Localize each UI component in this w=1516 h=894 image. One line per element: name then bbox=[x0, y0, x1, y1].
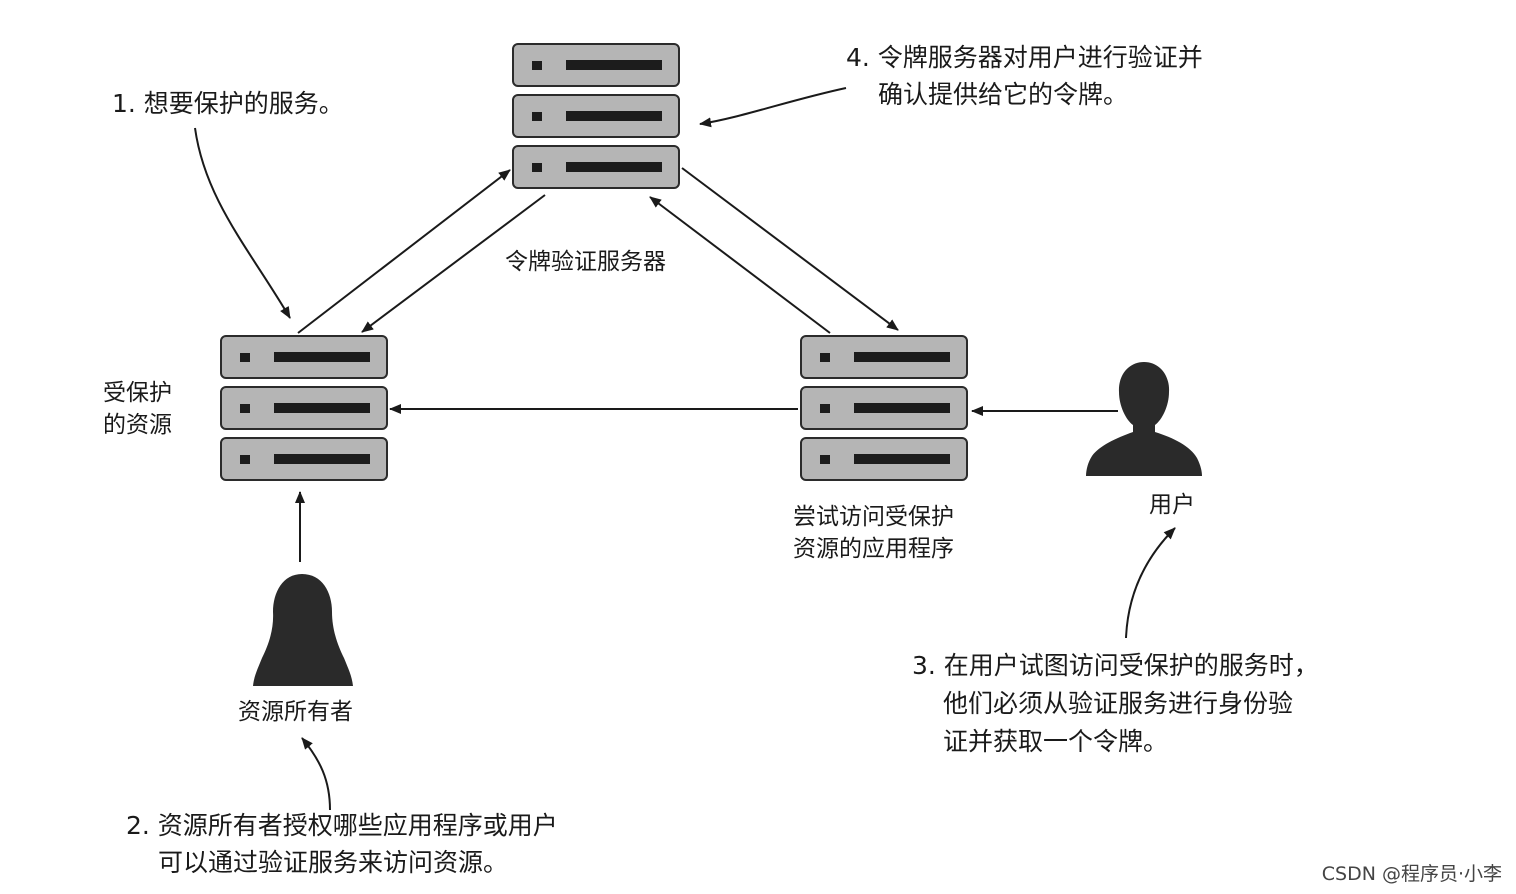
note-2-line2: 可以通过验证服务来访问资源。 bbox=[158, 848, 509, 877]
server-unit bbox=[220, 335, 388, 379]
person-icon bbox=[253, 574, 353, 686]
server-unit bbox=[512, 94, 680, 138]
person-icon bbox=[1086, 362, 1202, 476]
server-unit bbox=[512, 43, 680, 87]
note-3-line2: 他们必须从验证服务进行身份验 bbox=[943, 689, 1294, 718]
client-app-label-line2: 资源的应用程序 bbox=[793, 536, 954, 562]
callout-arrow-2 bbox=[301, 737, 331, 811]
token-server-label: 令牌验证服务器 bbox=[505, 249, 666, 275]
note-4-line2: 确认提供给它的令牌。 bbox=[878, 80, 1129, 109]
note-4-line1: 4. 令牌服务器对用户进行验证并 bbox=[846, 43, 1203, 72]
client-app-rack-icon bbox=[800, 335, 968, 488]
protected-resource-label-line2: 的资源 bbox=[103, 412, 172, 438]
callout-arrow-1 bbox=[194, 127, 291, 319]
server-unit bbox=[512, 145, 680, 189]
note-2-line1: 2. 资源所有者授权哪些应用程序或用户 bbox=[126, 811, 558, 840]
arrow-token-to-resource bbox=[361, 194, 546, 333]
watermark: CSDN @程序员·小李 bbox=[1321, 863, 1502, 885]
server-unit bbox=[800, 386, 968, 430]
note-1: 1. 想要保护的服务。 bbox=[112, 89, 344, 118]
callout-arrow-4 bbox=[699, 87, 847, 128]
protected-resource-label-line1: 受保护 bbox=[103, 380, 172, 406]
note-3-line3: 证并获取一个令牌。 bbox=[943, 727, 1169, 756]
server-unit bbox=[800, 335, 968, 379]
token-server-rack-icon bbox=[512, 43, 680, 196]
user-label: 用户 bbox=[1149, 492, 1195, 518]
arrow-resource-to-token bbox=[297, 169, 511, 334]
arrow-token-to-app bbox=[681, 167, 899, 331]
client-app-label-line1: 尝试访问受保护 bbox=[793, 504, 954, 530]
server-unit bbox=[800, 437, 968, 481]
arrow-app-to-token bbox=[649, 196, 831, 334]
callout-arrow-3 bbox=[1125, 527, 1176, 639]
server-unit bbox=[220, 386, 388, 430]
server-unit bbox=[220, 437, 388, 481]
resource-owner-label: 资源所有者 bbox=[238, 699, 353, 725]
protected-resource-rack-icon bbox=[220, 335, 388, 488]
note-3-line1: 3. 在用户试图访问受保护的服务时， bbox=[912, 651, 1319, 680]
